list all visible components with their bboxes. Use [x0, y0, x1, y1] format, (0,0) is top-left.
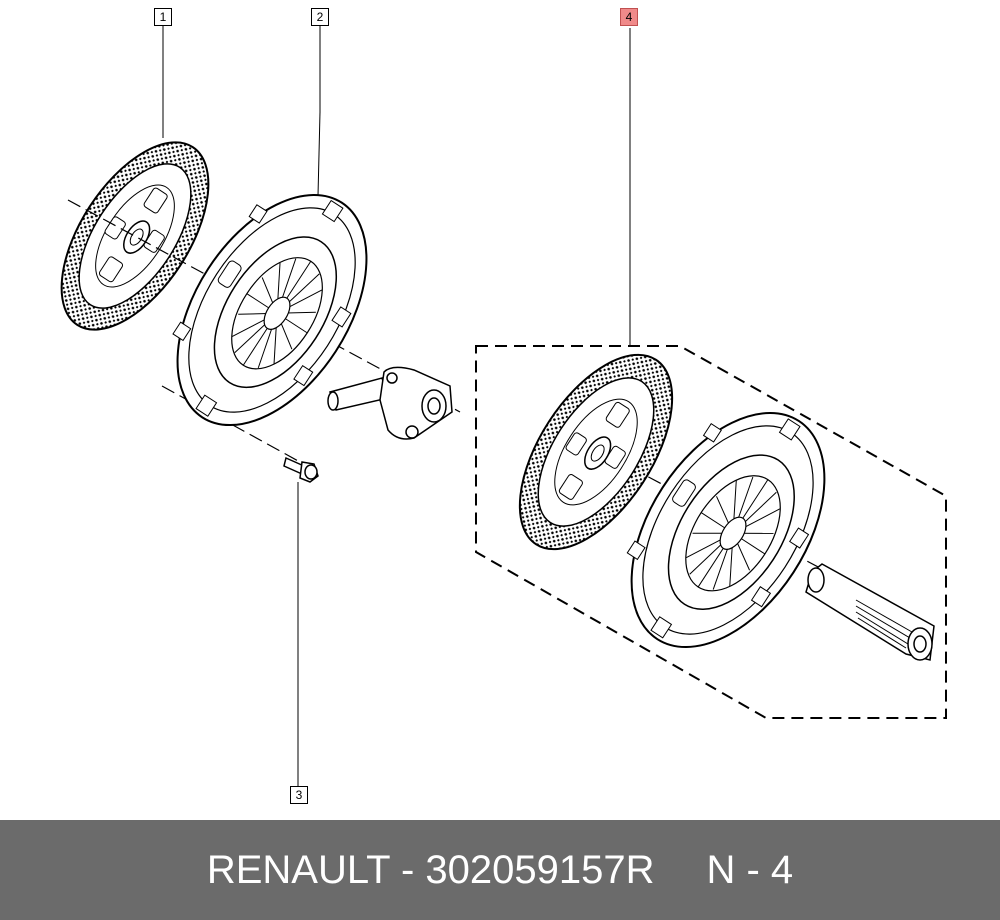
clutch-exploded-diagram [60, 26, 947, 786]
part-number-label: RENAULT - 302059157R [206, 847, 655, 892]
bolt-3 [283, 456, 319, 483]
pressure-plate-2 [172, 193, 368, 427]
leader-lines [162, 26, 631, 786]
kit-clutch-disc [518, 353, 674, 551]
part-footer: RENAULT - 302059157R N - 4 [0, 820, 1000, 920]
callout-1: 1 [154, 8, 172, 26]
callout-3: 3 [290, 786, 308, 804]
callout-2: 2 [311, 8, 329, 26]
alignment-tool [805, 563, 935, 661]
release-bearing [327, 366, 453, 440]
kit-pressure-plate [626, 411, 826, 649]
kit-boundary [475, 345, 947, 719]
clutch-disc-1 [60, 141, 210, 331]
callout-4-highlighted: 4 [620, 8, 638, 26]
position-label: N - 4 [706, 847, 794, 892]
